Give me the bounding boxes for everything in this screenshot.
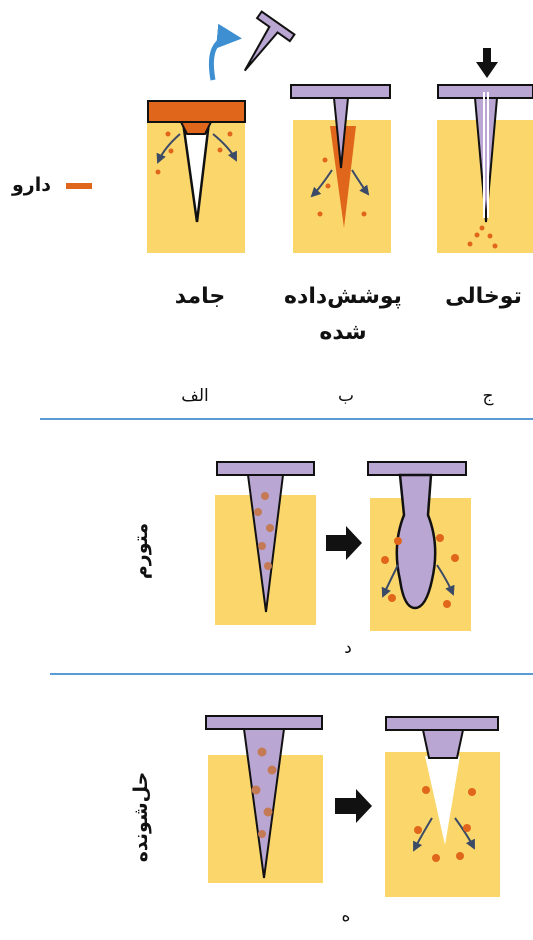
label-coated-line2: شده	[319, 320, 367, 345]
drug-dot	[263, 807, 273, 817]
drug-dot	[468, 788, 476, 796]
needle-base	[437, 84, 533, 99]
drug-dot	[168, 148, 174, 154]
drug-dot	[251, 785, 261, 795]
drug-dot	[361, 211, 367, 217]
drug-dot	[451, 554, 459, 562]
needle-base	[216, 461, 315, 476]
swelling-microneedle-after	[367, 461, 471, 631]
drug-dot	[414, 826, 422, 834]
diffusion-arrow	[351, 169, 370, 196]
removed-needle	[243, 10, 296, 72]
drug-dot	[155, 169, 161, 175]
label-dissolving: حل‌شونده	[130, 771, 152, 863]
removal-arrow	[208, 23, 242, 81]
drug-dot	[443, 600, 451, 608]
needle-shaft	[473, 97, 499, 223]
dissolving-microneedle-after	[385, 716, 500, 897]
letter-coated: ب	[337, 386, 354, 406]
label-swelling: متورم	[130, 522, 152, 580]
letter-hollow: ج	[482, 386, 494, 406]
press-arrow	[476, 48, 498, 78]
drug-dot	[432, 854, 440, 862]
drug-dot	[258, 542, 266, 550]
drug-legend-swatch	[66, 183, 92, 189]
diffusion-arrow	[413, 817, 433, 852]
drug-dot	[227, 131, 233, 137]
solid-microneedle	[147, 100, 246, 253]
drug-dot	[492, 243, 498, 249]
drug-dot	[394, 537, 402, 545]
drug-legend-label: دارو	[12, 174, 52, 196]
drug-dot	[217, 147, 223, 153]
coated-microneedle	[290, 84, 391, 253]
transition-arrow	[326, 526, 362, 560]
drug-dot	[436, 534, 444, 542]
label-solid: جامد	[174, 284, 226, 309]
drug-dot	[456, 852, 464, 860]
drug-dot	[257, 747, 267, 757]
drug-dot	[467, 241, 473, 247]
drug-dot	[254, 508, 262, 516]
label-hollow: توخالی	[445, 284, 522, 309]
diffusion-arrow	[454, 817, 475, 850]
drug-dot	[322, 157, 328, 163]
drug-dot	[487, 233, 493, 239]
diffusion-arrow	[310, 169, 333, 198]
drug-dot	[474, 232, 480, 238]
needle-stub	[421, 729, 465, 759]
drug-dot	[266, 524, 274, 532]
needle-base	[290, 84, 391, 99]
swollen-needle	[395, 473, 437, 610]
hollow-microneedle	[437, 48, 533, 253]
drug-dot	[258, 830, 266, 838]
diffusion-arrow	[436, 564, 455, 596]
needle-shaft	[332, 97, 350, 169]
drug-dot	[325, 183, 331, 189]
drug-dot	[267, 765, 277, 775]
drug-dot	[165, 131, 171, 137]
letter-solid: الف	[181, 386, 209, 406]
drug-dot	[463, 824, 471, 832]
drug-coating	[330, 126, 356, 228]
swelling-microneedle-before	[215, 461, 316, 625]
needle-base	[367, 461, 467, 476]
dissolved-channel	[425, 756, 460, 845]
needle-base	[385, 716, 499, 731]
drug-dot	[261, 492, 269, 500]
diffusion-arrow	[156, 133, 181, 164]
transition-arrow	[335, 789, 372, 823]
drug-dot	[381, 556, 389, 564]
label-coated: پوشش‌داده	[284, 284, 402, 309]
drug-dot	[422, 786, 430, 794]
drug-patch-stem	[179, 121, 213, 135]
letter-swelling: د	[344, 638, 352, 658]
diffusion-arrow	[212, 133, 237, 162]
drug-dot	[317, 211, 323, 217]
diffusion-arrow	[381, 564, 399, 598]
drug-dot	[388, 594, 396, 602]
letter-dissolving: ه	[341, 906, 351, 926]
drug-dot	[479, 225, 485, 231]
needle-base	[205, 715, 323, 730]
drug-dot	[264, 562, 272, 570]
drug-patch	[147, 100, 246, 123]
dissolving-microneedle-before	[205, 715, 323, 883]
